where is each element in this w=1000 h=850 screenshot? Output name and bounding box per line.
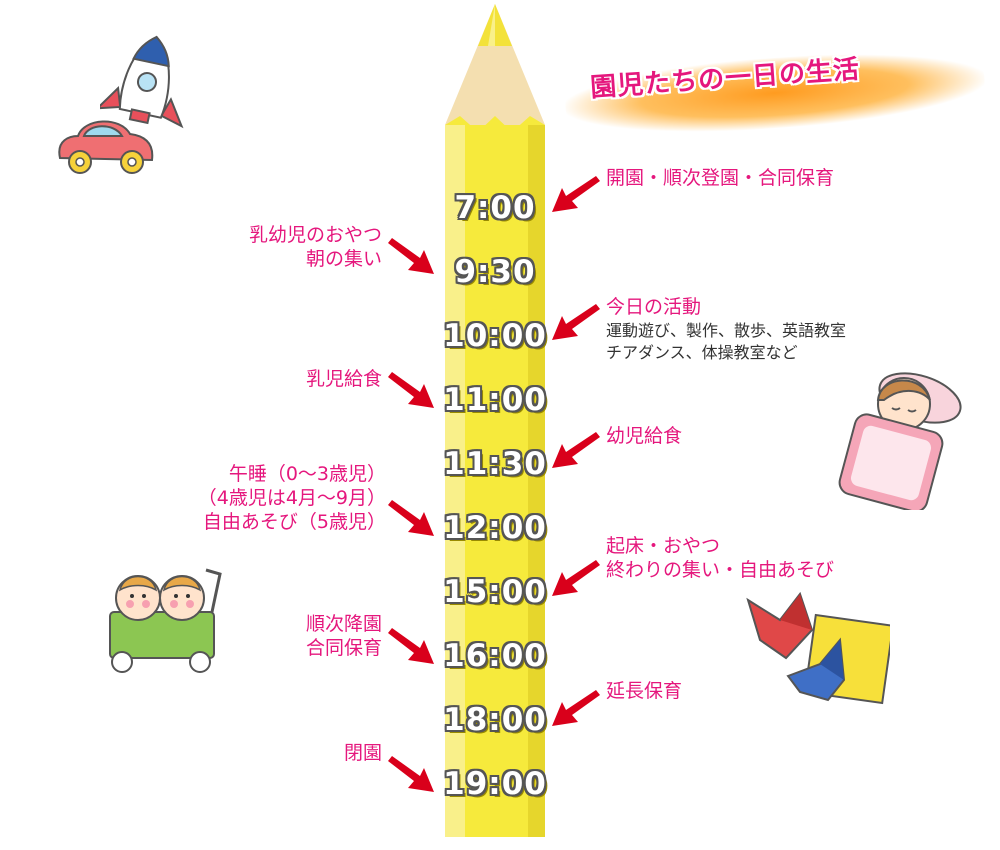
- time-1100: 11:00: [443, 382, 547, 418]
- label-1600: 順次降園合同保育: [305, 613, 382, 659]
- label-1900: 閉園: [343, 742, 382, 764]
- label-1200: 午睡（0～3歳児）（4歳児は4月～9月）自由あそび（5歳児）: [197, 463, 386, 533]
- time-0930: 9:30: [454, 254, 536, 290]
- arrow-1100: [388, 372, 434, 408]
- car-icon: [58, 120, 154, 174]
- time-1200: 12:00: [443, 510, 547, 546]
- label-0930: 乳幼児のおやつ朝の集い: [248, 224, 382, 270]
- sleeping-child-icon: [838, 372, 962, 510]
- arrow-1130: [552, 432, 600, 468]
- time-1600: 16:00: [443, 638, 547, 674]
- twins-wagon-icon: [109, 568, 222, 673]
- time-1000: 10:00: [443, 318, 547, 354]
- arrow-1000: [552, 304, 600, 340]
- arrow-1200: [388, 500, 434, 536]
- arrow-1800: [552, 690, 600, 726]
- label-1100: 乳児給食: [305, 368, 382, 390]
- time-1900: 19:00: [443, 766, 547, 802]
- time-1800: 18:00: [443, 702, 547, 738]
- label-1000-detail: 運動遊び、製作、散歩、英語教室チアダンス、体操教室など: [606, 321, 847, 362]
- label-1500: 起床・おやつ終わりの集い・自由あそび: [606, 535, 835, 581]
- origami-crane-icon: [746, 591, 890, 705]
- label-1130: 幼児給食: [606, 425, 683, 447]
- arrow-1500: [552, 560, 600, 596]
- time-1130: 11:30: [443, 446, 547, 482]
- arrow-1900: [388, 756, 434, 792]
- arrow-1600: [388, 628, 434, 664]
- label-1800: 延長保育: [606, 680, 683, 702]
- time-1500: 15:00: [443, 574, 547, 610]
- time-0700: 7:00: [454, 190, 536, 226]
- label-1000: 今日の活動: [606, 296, 702, 318]
- rocket-icon: [100, 35, 184, 129]
- arrow-0930: [388, 238, 434, 274]
- label-0700: 開園・順次登園・合同保育: [606, 167, 835, 189]
- arrow-0700: [552, 176, 600, 212]
